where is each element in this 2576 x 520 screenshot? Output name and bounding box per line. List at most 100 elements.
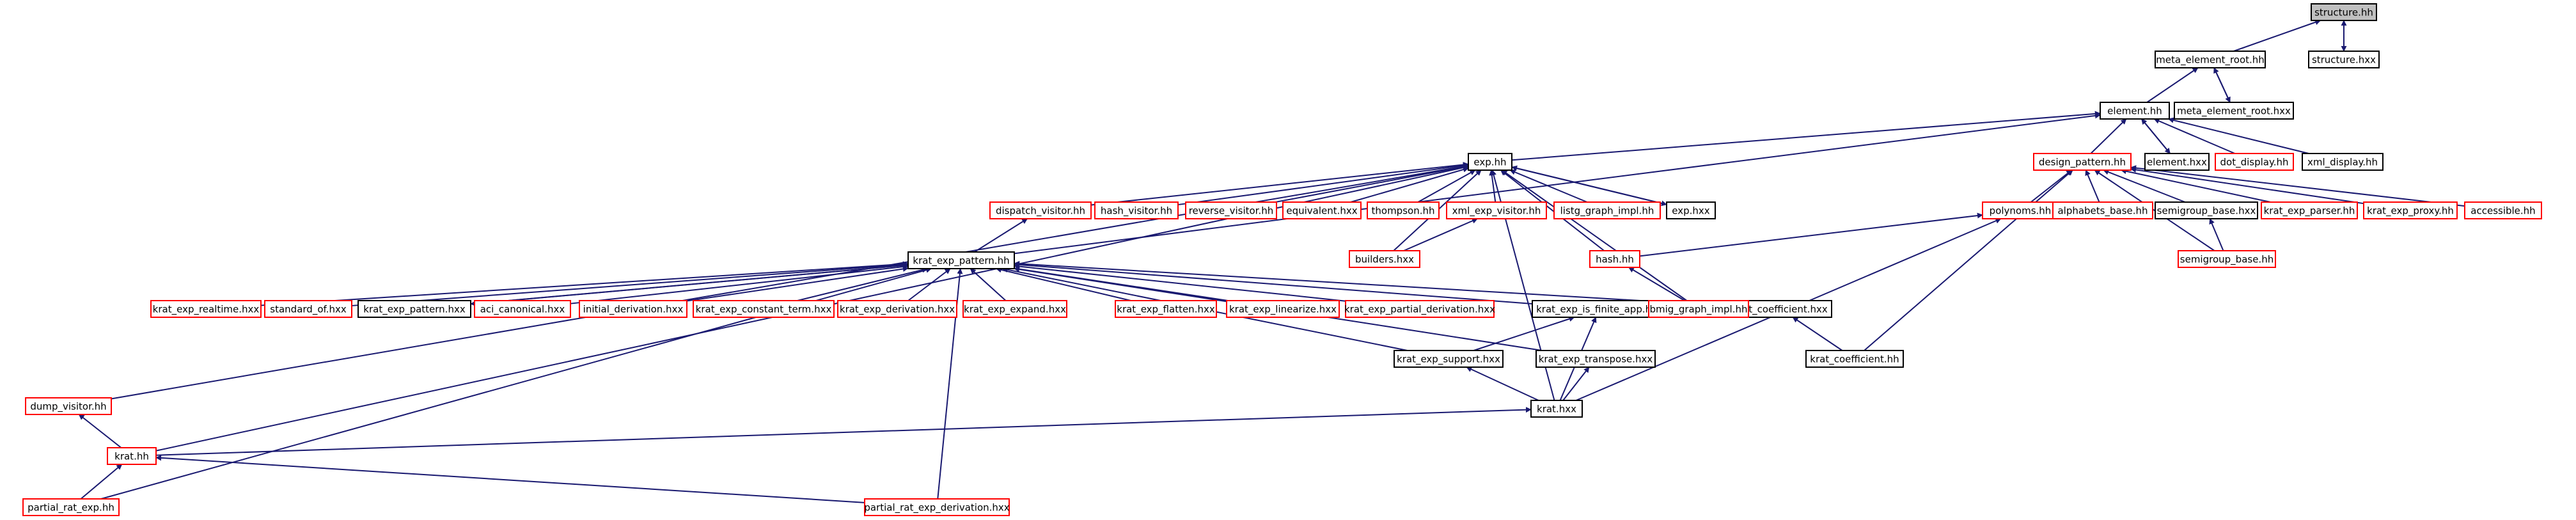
node-box bbox=[1185, 201, 1277, 219]
node-krat-exp-expand-hxx[interactable]: krat_exp_expand.hxx bbox=[962, 300, 1067, 318]
node-label: krat_exp_pattern.hxx bbox=[363, 304, 466, 316]
node-krat-exp-derivation-hxx[interactable]: krat_exp_derivation.hxx bbox=[837, 300, 957, 318]
node-krat-exp-partial-derivation-hxx[interactable]: krat_exp_partial_derivation.hxx bbox=[1344, 300, 1495, 318]
node-box bbox=[907, 251, 1015, 269]
edge-listg_graph_impl_hh-to-exp_hh bbox=[1509, 169, 1588, 203]
edge-meta_element_root_hh-to-meta_element_root_hxx bbox=[2213, 67, 2231, 103]
node-element-hxx[interactable]: element.hxx bbox=[2144, 153, 2210, 171]
node-meta-element-root-hh[interactable]: meta_element_root.hh bbox=[2155, 51, 2266, 68]
edge-alphabets_base_hh-to-design_pattern_hh bbox=[2085, 169, 2100, 203]
node-hash-visitor-hh[interactable]: hash_visitor.hh bbox=[1094, 201, 1179, 219]
node-label: krat_exp_transpose.hxx bbox=[1539, 354, 1653, 366]
node-krat-exp-transpose-hxx[interactable]: krat_exp_transpose.hxx bbox=[1535, 350, 1656, 368]
node-krat-exp-parser-hh[interactable]: krat_exp_parser.hh bbox=[2261, 201, 2358, 219]
node-label: meta_element_root.hh bbox=[2156, 54, 2265, 67]
node-thompson-hh[interactable]: thompson.hh bbox=[1367, 201, 1440, 219]
edge-krat_exp_is_finite_app_hxx-to-krat_exp_pattern_hh bbox=[1014, 262, 1533, 305]
node-partial-rat-exp-hh[interactable]: partial_rat_exp.hh bbox=[22, 498, 120, 516]
node-label: krat_exp_pattern.hh bbox=[913, 255, 1009, 267]
node-structure-hh[interactable]: structure.hh bbox=[2311, 3, 2377, 21]
edge-krat_exp_pattern_hh-to-krat_exp_pattern_hxx bbox=[470, 264, 909, 306]
node-box bbox=[1532, 300, 1667, 318]
node-box bbox=[1115, 300, 1217, 318]
node-krat-exp-realtime-hxx[interactable]: krat_exp_realtime.hxx bbox=[150, 300, 262, 318]
edge-partial_rat_exp_hh-to-krat_hh bbox=[80, 464, 123, 500]
node-krat-exp-is-finite-app-hxx[interactable]: krat_exp_is_finite_app.hxx bbox=[1532, 300, 1667, 318]
node-dot-display-hh[interactable]: dot_display.hh bbox=[2215, 153, 2294, 171]
edge-dot_display_hh-to-element_hh bbox=[2153, 118, 2236, 154]
node-box bbox=[2215, 153, 2294, 171]
edge-design_pattern_hh-to-element_hh bbox=[2090, 118, 2127, 154]
node-label: krat_exp_realtime.hxx bbox=[153, 304, 260, 316]
node-box bbox=[2144, 153, 2210, 171]
node-partial-rat-exp-derivation-hxx[interactable]: partial_rat_exp_derivation.hxx bbox=[864, 498, 1010, 516]
node-reverse-visitor-hh[interactable]: reverse_visitor.hh bbox=[1185, 201, 1277, 219]
node-structure-hxx[interactable]: structure.hxx bbox=[2308, 51, 2380, 68]
node-label: semigroup_base.hh bbox=[2180, 254, 2274, 266]
node-bmig-graph-impl-hh[interactable]: bmig_graph_impl.hh bbox=[1648, 300, 1749, 318]
node-alphabets-base-hh[interactable]: alphabets_base.hh bbox=[2052, 201, 2153, 219]
edge-initial_derivation_hxx-to-krat_exp_pattern_hh bbox=[686, 266, 909, 302]
node-aci-canonical-hxx[interactable]: aci_canonical.hxx bbox=[474, 300, 571, 318]
node-krat-exp-flatten-hxx[interactable]: krat_exp_flatten.hxx bbox=[1115, 300, 1217, 318]
node-label: alphabets_base.hh bbox=[2057, 205, 2148, 217]
node-standard-of-hxx[interactable]: standard_of.hxx bbox=[264, 300, 352, 318]
node-box bbox=[962, 300, 1067, 318]
node-dump-visitor-hh[interactable]: dump_visitor.hh bbox=[25, 397, 112, 415]
node-design-pattern-hh[interactable]: design_pattern.hh bbox=[2033, 153, 2132, 171]
edge-thompson_hh-to-exp_hh bbox=[1417, 169, 1476, 203]
edge-bmig_graph_impl_hh-to-exp_hh bbox=[1501, 169, 1688, 301]
node-label: exp.hh bbox=[1473, 157, 1506, 168]
node-semigroup-base-hh[interactable]: semigroup_base.hh bbox=[2178, 250, 2276, 268]
node-accessible-hh[interactable]: accessible.hh bbox=[2464, 201, 2542, 219]
node-krat-exp-linearize-hxx[interactable]: krat_exp_linearize.hxx bbox=[1226, 300, 1340, 318]
node-krat-exp-support-hxx[interactable]: krat_exp_support.hxx bbox=[1394, 350, 1504, 368]
node-krat-exp-pattern-hxx[interactable]: krat_exp_pattern.hxx bbox=[357, 300, 471, 318]
node-exp-hxx[interactable]: exp.hxx bbox=[1666, 201, 1716, 219]
node-krat-exp-pattern-hh[interactable]: krat_exp_pattern.hh bbox=[907, 251, 1015, 269]
node-label: accessible.hh bbox=[2470, 205, 2535, 217]
edge-krat_exp_pattern_hh-to-element_hh bbox=[1014, 113, 2101, 255]
edge-krat_hh-to-dump_visitor_hh bbox=[78, 414, 122, 448]
node-exp-hh[interactable]: exp.hh bbox=[1468, 153, 1512, 171]
node-semigroup-base-hxx[interactable]: semigroup_base.hxx bbox=[2155, 201, 2258, 219]
node-box bbox=[1648, 300, 1749, 318]
edge-element_hh-to-element_hxx bbox=[2140, 118, 2171, 154]
node-label: initial_derivation.hxx bbox=[583, 304, 684, 316]
node-krat-exp-proxy-hh[interactable]: krat_exp_proxy.hh bbox=[2363, 201, 2458, 219]
node-listg-graph-impl-hh[interactable]: listg_graph_impl.hh bbox=[1553, 201, 1661, 219]
node-builders-hxx[interactable]: builders.hxx bbox=[1349, 250, 1420, 268]
edge-krat_hh-to-krat_hxx bbox=[155, 407, 1532, 456]
node-label: hash.hh bbox=[1596, 254, 1634, 265]
node-krat-hh[interactable]: krat.hh bbox=[107, 447, 157, 465]
node-box bbox=[1282, 201, 1362, 219]
node-label: xml_display.hh bbox=[2307, 157, 2378, 169]
node-krat-hxx[interactable]: krat.hxx bbox=[1530, 400, 1583, 418]
node-hash-hh[interactable]: hash.hh bbox=[1589, 250, 1640, 268]
edge-dump_visitor_hh-to-exp_hh bbox=[111, 163, 1469, 400]
node-krat-coefficient-hh[interactable]: krat_coefficient.hh bbox=[1805, 350, 1904, 368]
node-meta-element-root-hxx[interactable]: meta_element_root.hxx bbox=[2174, 102, 2294, 120]
node-dispatch-visitor-hh[interactable]: dispatch_visitor.hh bbox=[989, 201, 1092, 219]
edge-semigroup_base_hxx-to-design_pattern_hh bbox=[2103, 169, 2186, 203]
node-box bbox=[22, 498, 120, 516]
edge-krat_hxx-to-exp_hh bbox=[1491, 169, 1555, 401]
node-polynoms-hh[interactable]: polynoms.hh bbox=[1982, 201, 2059, 219]
node-box bbox=[2155, 51, 2266, 68]
node-box bbox=[837, 300, 957, 318]
node-equivalent-hxx[interactable]: equivalent.hxx bbox=[1282, 201, 1362, 219]
edge-exp_hh-to-element_hh bbox=[1511, 111, 2101, 161]
node-label: listg_graph_impl.hh bbox=[1560, 205, 1654, 217]
node-xml-exp-visitor-hh[interactable]: xml_exp_visitor.hh bbox=[1446, 201, 1547, 219]
node-initial-derivation-hxx[interactable]: initial_derivation.hxx bbox=[579, 300, 687, 318]
node-element-hh[interactable]: element.hh bbox=[2100, 102, 2170, 120]
edge-hash_hh-to-polynoms_hh bbox=[1639, 212, 1983, 257]
node-label: krat_exp_flatten.hxx bbox=[1117, 304, 1215, 316]
node-label: partial_rat_exp_derivation.hxx bbox=[864, 502, 1009, 514]
node-label: krat_exp_linearize.hxx bbox=[1229, 304, 1337, 316]
node-xml-display-hh[interactable]: xml_display.hh bbox=[2302, 153, 2384, 171]
node-box bbox=[1349, 250, 1420, 268]
edge-partial_rat_exp_derivation_hxx-to-krat_hh bbox=[155, 455, 865, 503]
node-krat-exp-constant-term-hxx[interactable]: krat_exp_constant_term.hxx bbox=[693, 300, 835, 318]
node-box bbox=[2464, 201, 2542, 219]
